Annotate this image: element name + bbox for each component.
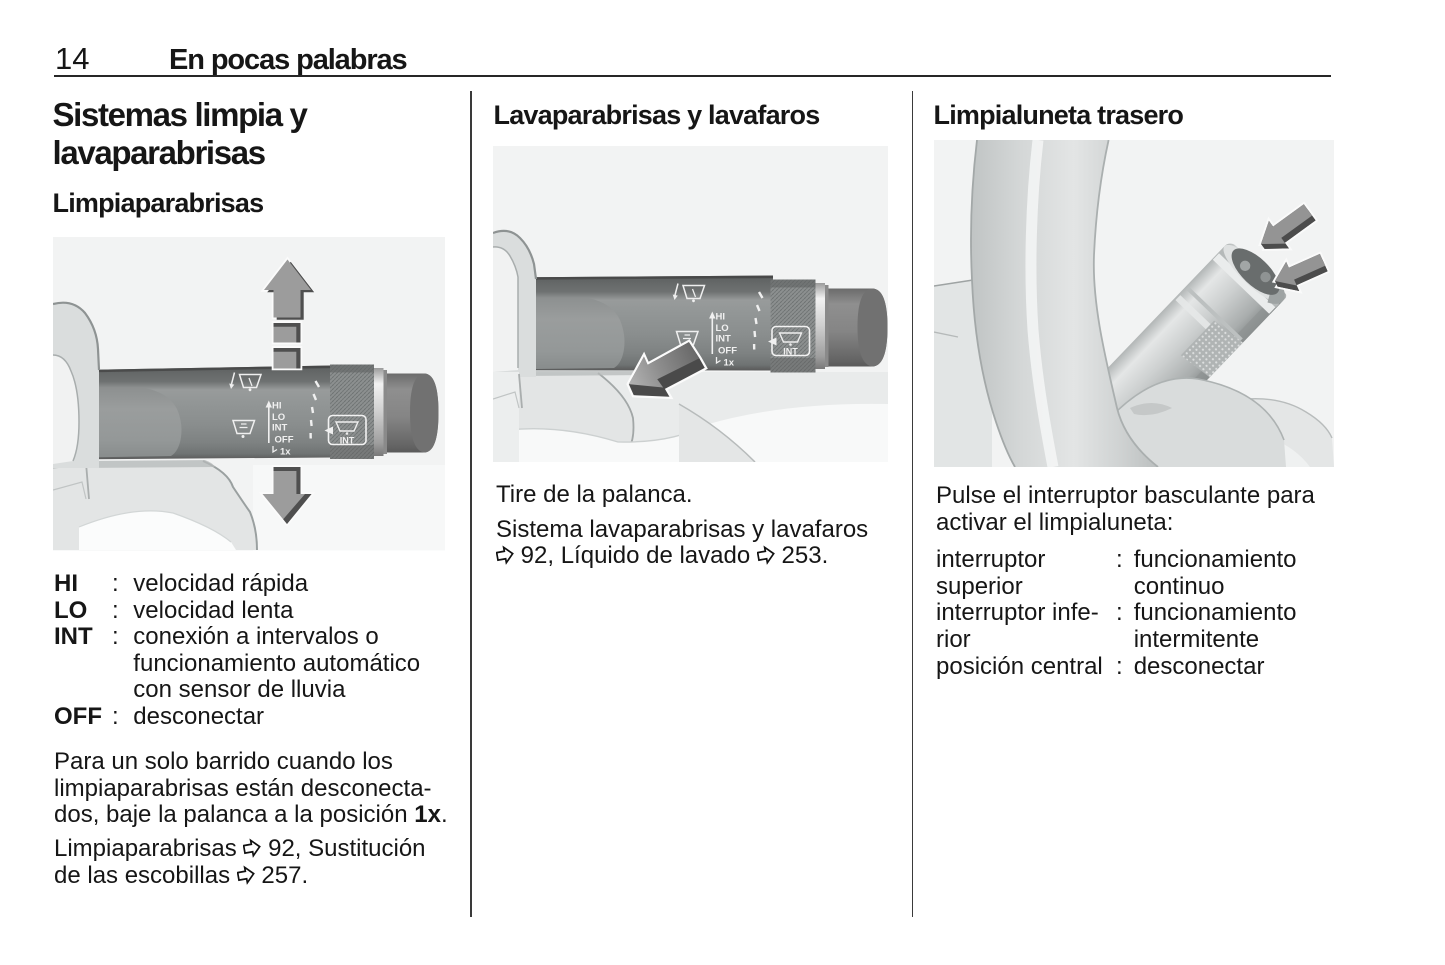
- svg-text:INT: INT: [783, 347, 798, 357]
- svg-text:1x: 1x: [280, 447, 291, 458]
- svg-text:INT: INT: [340, 436, 355, 446]
- svg-text:1x: 1x: [723, 358, 734, 369]
- svg-text:HI: HI: [272, 401, 282, 412]
- svg-text:OFF: OFF: [718, 346, 737, 357]
- svg-text:OFF: OFF: [275, 435, 294, 446]
- svg-text:INT: INT: [272, 423, 288, 434]
- svg-text:LO: LO: [272, 412, 285, 423]
- svg-text:LO: LO: [715, 323, 728, 334]
- svg-text:HI: HI: [715, 312, 725, 323]
- svg-text:INT: INT: [715, 334, 731, 345]
